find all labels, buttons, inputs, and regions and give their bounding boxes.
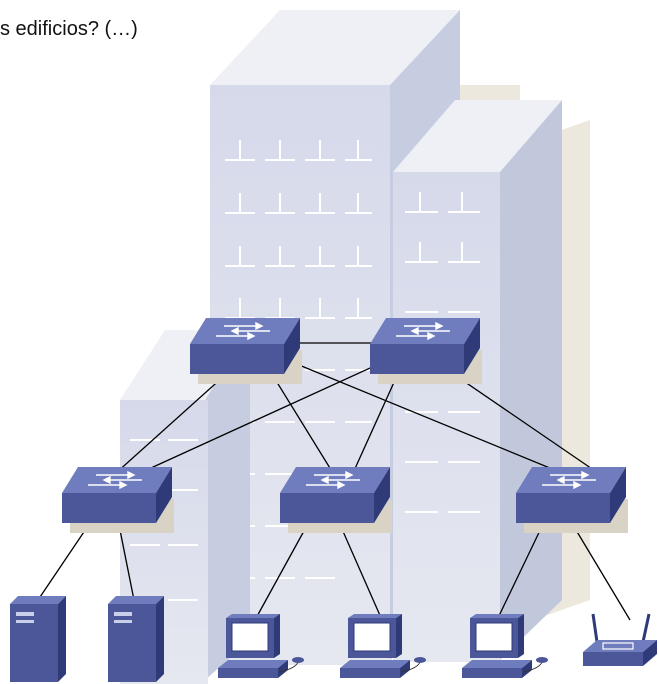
- core-switch-1[interactable]: [190, 318, 302, 384]
- link-access1-server2: [117, 519, 135, 601]
- server-1[interactable]: [10, 596, 66, 682]
- link-core1-access3: [281, 357, 563, 474]
- switch-icon: [370, 318, 482, 384]
- pc-1[interactable]: [218, 614, 304, 678]
- switch-icon: [190, 318, 302, 384]
- wireless-ap[interactable]: [583, 613, 657, 666]
- workstation-icon: [462, 614, 548, 678]
- switch-icon: [62, 467, 174, 533]
- caption-text: s edificios? (…): [0, 18, 138, 40]
- access-switch-3[interactable]: [516, 467, 628, 533]
- workstation-icon: [218, 614, 304, 678]
- link-access3-ap: [569, 519, 631, 621]
- pc-3[interactable]: [462, 614, 548, 678]
- switch-icon: [280, 467, 392, 533]
- link-core2-access1: [139, 357, 393, 474]
- link-access3-pc3: [496, 519, 546, 621]
- link-access2-pc1: [254, 519, 311, 621]
- switch-icon: [516, 467, 628, 533]
- server-icon: [108, 596, 164, 682]
- core-switch-2[interactable]: [370, 318, 482, 384]
- wireless-access-point-icon: [583, 613, 657, 666]
- server-2[interactable]: [108, 596, 164, 682]
- pc-2[interactable]: [340, 614, 426, 678]
- workstation-icon: [340, 614, 426, 678]
- link-access2-pc2: [337, 519, 383, 621]
- server-icon: [10, 596, 66, 682]
- access-switch-1[interactable]: [62, 467, 174, 533]
- access-switch-2[interactable]: [280, 467, 392, 533]
- link-access1-server1: [37, 519, 93, 601]
